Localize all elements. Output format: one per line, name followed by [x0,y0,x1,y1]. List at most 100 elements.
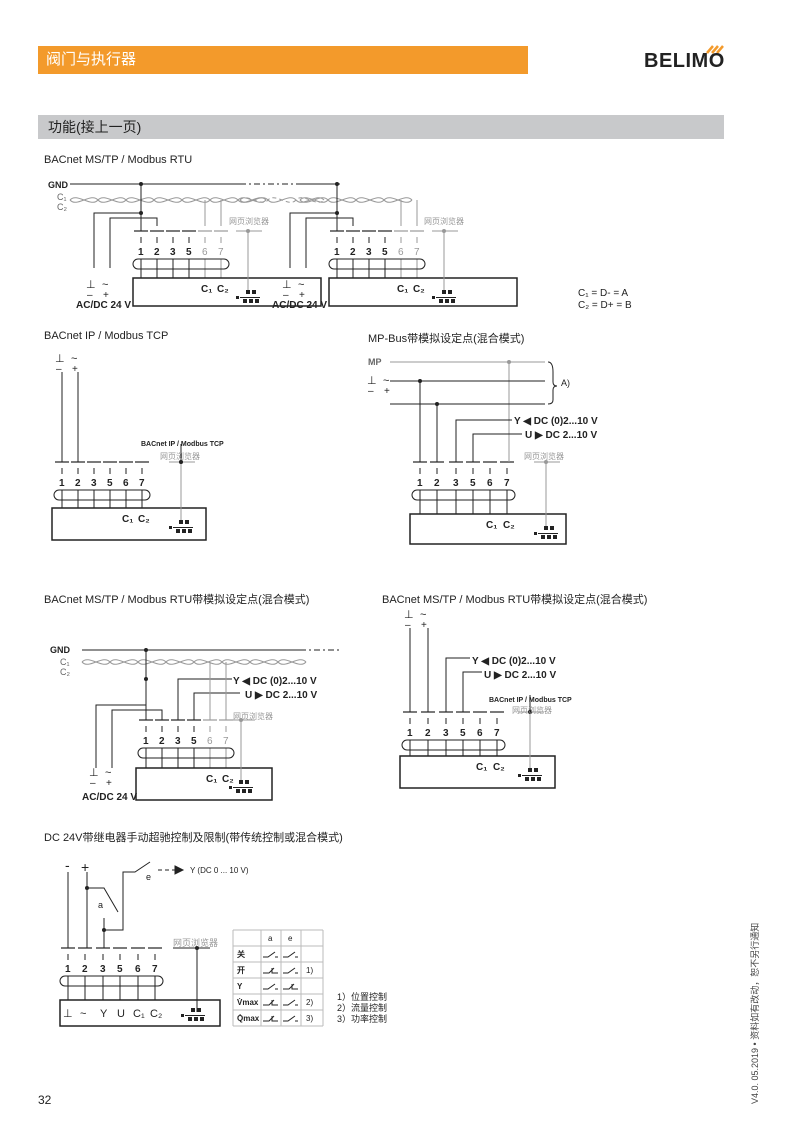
web-label: 网页浏览器 [512,705,552,715]
plus-symbol: + [106,778,112,789]
gnd-label: GND [50,645,71,655]
terminal-number: 3 [91,478,97,489]
terminal-number: 1 [143,736,149,747]
ground-symbol: ⊥ [404,609,414,621]
diagram-title-bacnet-ip: BACnet IP / Modbus TCP [44,330,169,342]
terminal-number: 6 [207,736,213,747]
plus-symbol: + [103,290,109,301]
actuator-box [399,755,556,789]
net-label: BACnet IP / Modbus TCP [489,697,572,704]
plus-symbol: + [384,386,390,397]
ground-symbol: ⊥ [55,353,65,365]
terminal-number: 5 [460,728,466,739]
legend-c2: C₂ = D+ = B [578,300,632,311]
terminal-number: 5 [470,478,476,489]
terminal-number: 2 [159,736,165,747]
table-row-label: V̇max [237,998,259,1007]
minus-symbol: – [283,290,289,301]
actuator-box [409,513,567,545]
c2-terminal-label: C₂ [493,762,505,773]
terminal-number: 6 [123,478,129,489]
terminal-number: 1 [417,478,423,489]
table-row-note: 2) [306,998,313,1007]
junction-dot [528,710,532,714]
net-label: BACnet IP / Modbus TCP [141,441,224,448]
table-row-label: Y [237,982,243,991]
table-row-note: 1) [306,966,313,975]
table-col-header: e [288,934,293,943]
terminal-number: 6 [398,247,404,258]
box-terminal-label: C₁ [133,1008,145,1020]
minus-label: - [65,857,70,873]
terminal-number: 3 [100,964,106,975]
cable-loop [132,258,230,270]
terminal-number: 7 [218,247,224,258]
junction-dot [179,460,183,464]
table-row-note: 3) [306,1014,313,1023]
network-icon [236,290,260,303]
c1-terminal-label: C₁ [476,762,487,773]
web-label: 网页浏览器 [524,451,564,461]
a-contact-label: a [98,900,103,910]
gnd-label: GND [48,180,69,190]
ac-symbol: ~ [298,279,304,291]
network-icon [432,290,456,303]
web-label: 网页浏览器 [233,711,273,721]
contact-symbol [283,967,298,974]
plus-symbol: + [72,364,78,375]
terminal-number: 6 [477,728,483,739]
belimo-logo-mark [706,45,724,54]
header-bar: 阀门与执行器 [38,46,528,74]
ground-symbol: ⊥ [282,279,292,291]
terminal-number: 5 [191,736,197,747]
belimo-logo: BELIMO [644,50,725,72]
c1-terminal-label: C₁ [486,520,497,531]
actuator-box [132,277,322,307]
actuator-box [51,507,207,541]
terminal-number: 3 [453,478,459,489]
terminal-number: 3 [443,728,449,739]
contact-symbol [263,983,278,990]
box-terminal-label: C₂ [150,1008,162,1020]
contact-symbol [283,1015,298,1022]
supply-label: AC/DC 24 V [82,792,137,803]
terminal-number: 7 [414,247,420,258]
junction-dot [144,677,148,681]
terminal-number: 5 [117,964,123,975]
contact-symbol [283,951,298,958]
terminal-number: 2 [154,247,160,258]
diagram-title-mpbus: MP-Bus带模拟设定点(混合模式) [368,333,525,345]
terminal-number: 1 [138,247,144,258]
terminal-number: 7 [152,964,158,975]
minus-symbol: – [87,290,93,301]
terminal-number: 2 [350,247,356,258]
c1-label: C₁ [57,192,67,202]
contact-symbol [263,1015,278,1022]
web-label: 网页浏览器 [424,216,464,226]
legend-c1: C₁ = D- = A [578,288,628,299]
c2-terminal-label: C₂ [413,284,425,295]
terminal-number: 1 [407,728,413,739]
terminal-number: 2 [425,728,431,739]
y-signal-label: Y ◀ DC (0)2...10 V [514,416,598,427]
contact-symbol [263,999,278,1006]
page-number: 32 [38,1093,52,1107]
actuator-box [328,277,518,307]
terminal-number: 5 [107,478,113,489]
e-contact-label: e [146,872,151,882]
contact-symbol [263,951,278,958]
terminal-number: 3 [175,736,181,747]
web-label: 网页浏览器 [229,216,269,226]
contact-symbol [263,967,278,974]
plus-symbol: + [299,290,305,301]
c2-terminal-label: C₂ [138,514,150,525]
c2-label: C₂ [57,202,67,212]
terminal-number: 6 [487,478,493,489]
table-row-label: 关 [237,949,245,959]
terminal-number: 7 [504,478,510,489]
terminal-number: 6 [135,964,141,975]
terminal-number: 3 [366,247,372,258]
network-icon [534,526,558,539]
